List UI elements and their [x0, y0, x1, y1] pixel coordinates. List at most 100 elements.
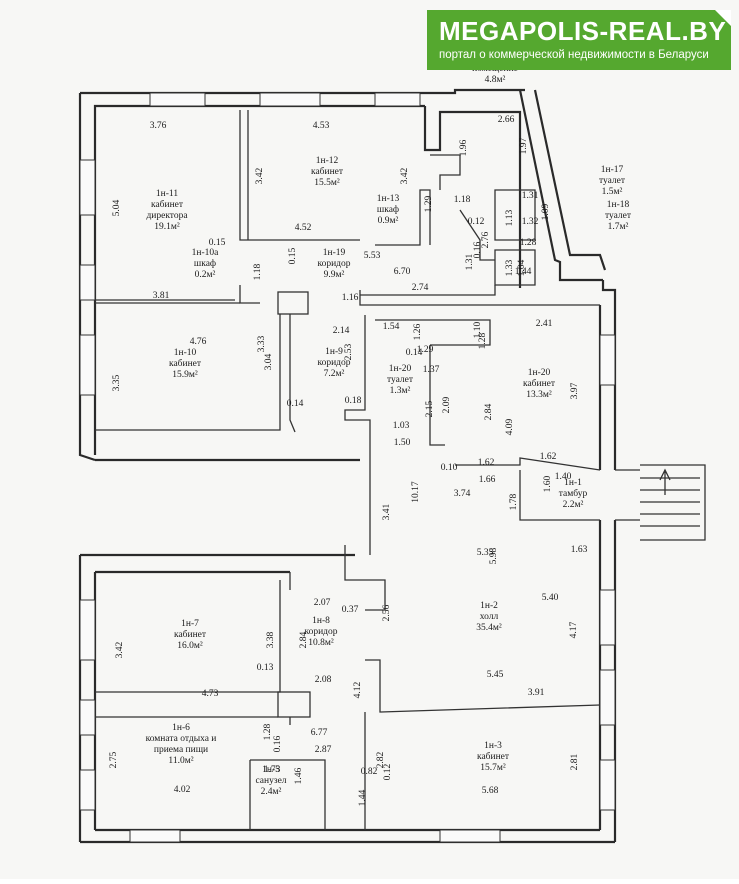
dimension-label: 5.04 — [112, 199, 122, 216]
dimension-label: 3.81 — [153, 291, 170, 301]
dimension-label: 2.53 — [344, 343, 354, 360]
dimension-label: 1.46 — [294, 767, 304, 784]
dimension-label: 1.40 — [555, 472, 572, 482]
dimension-label: 2.82 — [376, 751, 386, 768]
dimension-label: 4.12 — [353, 681, 363, 698]
dimension-label: 0.12 — [468, 217, 485, 227]
dimension-label: 2.75 — [109, 751, 119, 768]
dimension-label: 3.97 — [570, 382, 580, 399]
dimension-label: 0.15 — [288, 247, 298, 264]
entrance-stairs — [640, 464, 706, 541]
dimension-label: 1.62 — [478, 458, 495, 468]
dimension-label: 4.73 — [202, 689, 219, 699]
dimension-label: 6.77 — [311, 728, 328, 738]
dimension-label: 2.07 — [314, 598, 331, 608]
dimension-label: 0.14 — [287, 399, 304, 409]
banner-subtitle: портал о коммерческой недвижимости в Бел… — [439, 49, 709, 61]
dimension-label: 2.84 — [484, 403, 494, 420]
dimension-label: 5.35 — [477, 548, 494, 558]
dimension-label: 3.04 — [264, 353, 274, 370]
dimension-label: 2.87 — [315, 745, 332, 755]
dimension-label: 1.13 — [505, 209, 515, 226]
dimension-label: 5.98 — [489, 547, 499, 564]
dimension-label: 3.41 — [382, 503, 392, 520]
dimension-label: 0.37 — [342, 605, 359, 615]
dimension-label: 3.42 — [255, 167, 265, 184]
dimension-label: 2.74 — [412, 283, 429, 293]
dimension-label: 1.28 — [520, 238, 537, 248]
dimension-label: 1.09 — [541, 203, 551, 220]
dimension-label: 1.28 — [263, 723, 273, 740]
dimension-label: 1.04 — [517, 259, 527, 276]
dimension-label: 1.96 — [459, 139, 469, 156]
dimension-label: 1.31 — [465, 253, 475, 270]
dimension-label: 5.40 — [542, 593, 559, 603]
dimension-label: 3.42 — [400, 167, 410, 184]
dimension-label: 0.10 — [441, 463, 458, 473]
dimension-label: 4.52 — [295, 223, 312, 233]
dimension-label: 3.33 — [257, 335, 267, 352]
dimension-label: 1.63 — [571, 545, 588, 555]
windows — [79, 92, 616, 843]
dimension-label: 2.09 — [442, 396, 452, 413]
dimension-label: 5.68 — [482, 786, 499, 796]
dimension-label: 2.15 — [425, 400, 435, 417]
banner-title: MEGAPOLIS-REAL.BY — [439, 16, 727, 46]
dimension-label: 2.76 — [481, 231, 491, 248]
dimension-label: 1.18 — [253, 263, 263, 280]
dimension-label: 3.74 — [454, 489, 471, 499]
dimension-label: 4.09 — [505, 418, 515, 435]
dimension-label: 2.14 — [333, 326, 350, 336]
dimension-label: 1.28 — [478, 332, 488, 349]
dimension-label: 2.81 — [570, 753, 580, 770]
dimension-label: 4.53 — [313, 121, 330, 131]
dimension-label: 10.17 — [411, 481, 421, 503]
dimension-label: 1.16 — [342, 293, 359, 303]
dimension-label: 4.17 — [569, 621, 579, 638]
dimension-label: 1.62 — [540, 452, 557, 462]
dimension-label: 1.29 — [417, 345, 434, 355]
dimension-label: 3.38 — [266, 631, 276, 648]
dimension-label: 1.44 — [515, 267, 532, 277]
dimension-label: 3.35 — [112, 374, 122, 391]
dimension-label: 1.18 — [454, 195, 471, 205]
dimension-label: 2.08 — [315, 675, 332, 685]
dimension-label: 2.84 — [299, 631, 309, 648]
dimension-label: 5.53 — [364, 251, 381, 261]
dimension-label: 1.26 — [413, 323, 423, 340]
dimension-label: 1.97 — [519, 137, 529, 154]
dimension-label: 1.33 — [505, 259, 515, 276]
dimension-label: 1.54 — [383, 322, 400, 332]
dimension-label: 1.37 — [423, 365, 440, 375]
dimension-label: 0.12 — [383, 763, 393, 780]
dimension-label: 1.10 — [473, 321, 483, 338]
dimension-label: 2.41 — [536, 319, 553, 329]
dimension-label: 0.13 — [257, 663, 274, 673]
dimension-label: 1.31 — [522, 191, 539, 201]
dimension-label: 1.78 — [509, 493, 519, 510]
megapolis-banner[interactable]: MEGAPOLIS-REAL.BY портал о коммерческой … — [427, 10, 731, 70]
dimension-label: 0.18 — [345, 396, 362, 406]
dimension-label: 0.15 — [209, 238, 226, 248]
dimension-label: 4.76 — [190, 337, 207, 347]
dimension-label: 1.32 — [522, 217, 539, 227]
dimension-label: 2.66 — [498, 115, 515, 125]
